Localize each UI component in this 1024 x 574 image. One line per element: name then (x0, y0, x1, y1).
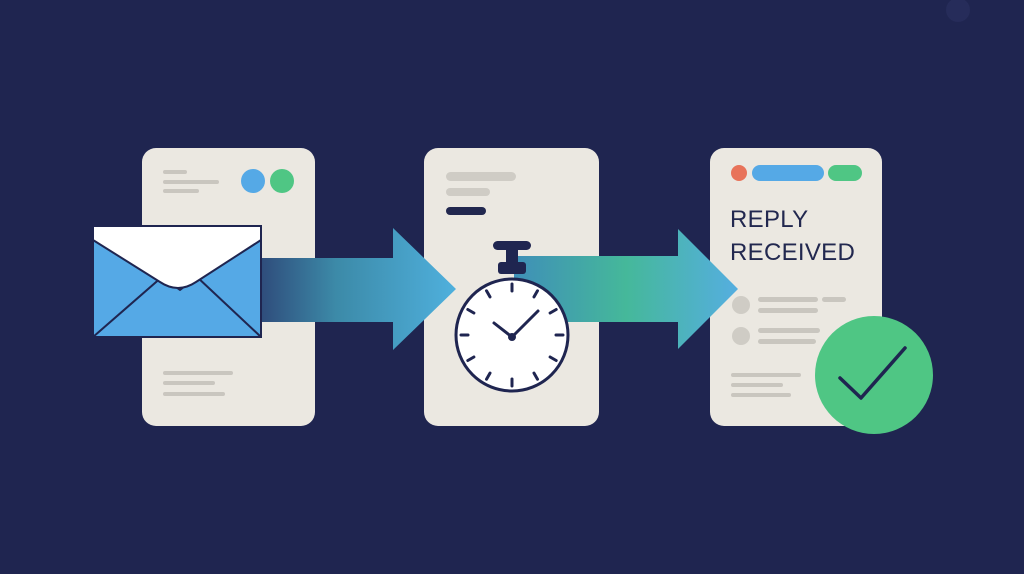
stopwatch-icon (454, 241, 570, 393)
checkmark-icon (815, 316, 933, 434)
status-dot-blue (241, 169, 265, 193)
status-dot-green (270, 169, 294, 193)
reply-title-line-1: REPLY (730, 206, 809, 233)
envelope-icon (92, 225, 262, 338)
background-blob (946, 0, 970, 22)
clock-tick (466, 308, 476, 315)
clock-tick (548, 355, 558, 362)
reply-title-line-2: RECEIVED (730, 239, 856, 266)
clock-tick (532, 371, 539, 381)
blue-pill (752, 165, 824, 181)
arrow-icon (238, 228, 456, 350)
clock-tick (532, 289, 539, 299)
avatar-placeholder (732, 296, 750, 314)
avatar-placeholder (732, 327, 750, 345)
arrow-icon (514, 229, 738, 349)
clock-tick (548, 308, 558, 315)
clock-tick (485, 371, 492, 381)
reply-received-title: REPLY RECEIVED (730, 203, 855, 269)
alert-dot (731, 165, 747, 181)
clock-tick (485, 289, 492, 299)
clock-tick (466, 355, 476, 362)
green-pill (828, 165, 862, 181)
